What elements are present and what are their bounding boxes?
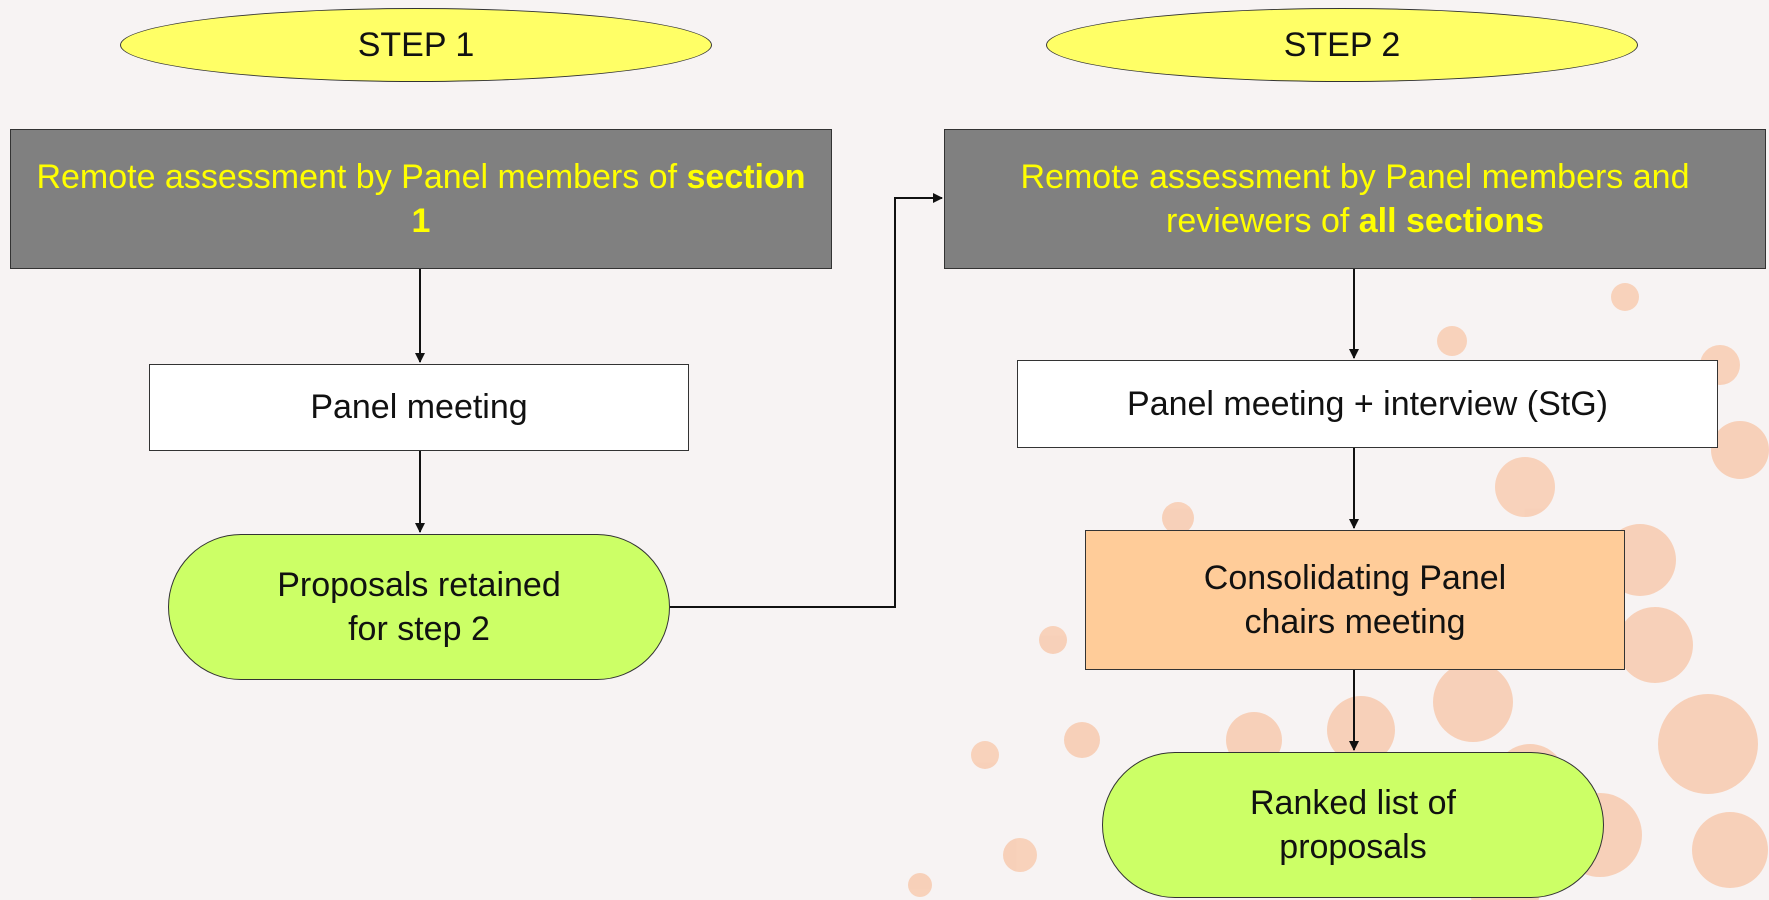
- step2-ranked-line1: Ranked list of: [1250, 783, 1456, 822]
- step2-consolidating-line1: Consolidating Panel: [1203, 558, 1507, 597]
- step2-remote-prefix: Remote assessment by Panel members and r…: [1020, 157, 1690, 240]
- step1-panel-meeting-box: Panel meeting: [149, 364, 689, 451]
- step1-panel-meeting-text: Panel meeting: [310, 388, 528, 427]
- step2-consolidating-box: Consolidating Panel chairs meeting: [1085, 530, 1625, 670]
- step1-remote-prefix: Remote assessment by Panel members of: [36, 157, 687, 196]
- step2-panel-meeting-box: Panel meeting + interview (StG): [1017, 360, 1718, 448]
- step1-label-text: STEP 1: [357, 25, 475, 64]
- step2-remote-bold: all sections: [1358, 202, 1544, 240]
- step2-consolidating-text: Consolidating Panel chairs meeting: [1204, 556, 1506, 644]
- step2-label-text: STEP 2: [1283, 25, 1401, 64]
- step1-retained-line2: for step 2: [348, 610, 490, 648]
- step1-remote-bold: section 1: [411, 157, 806, 240]
- step2-ranked-list-text: Ranked list of proposals: [1250, 781, 1456, 869]
- step2-ranked-line2: proposals: [1279, 828, 1427, 866]
- step2-remote-assessment-text: Remote assessment by Panel members and r…: [965, 155, 1745, 243]
- arrow-retained-to-remote2: [670, 193, 943, 608]
- step1-proposals-retained-text: Proposals retained for step 2: [277, 563, 561, 651]
- step2-label: STEP 2: [1046, 8, 1638, 82]
- step2-panel-meeting-text: Panel meeting + interview (StG): [1127, 384, 1608, 423]
- step1-retained-line1: Proposals retained: [277, 565, 561, 604]
- step2-consolidating-line2: chairs meeting: [1244, 603, 1466, 641]
- step2-remote-assessment-box: Remote assessment by Panel members and r…: [944, 129, 1766, 269]
- step1-proposals-retained: Proposals retained for step 2: [168, 534, 670, 680]
- step1-remote-assessment-box: Remote assessment by Panel members of se…: [10, 129, 832, 269]
- step1-label: STEP 1: [120, 8, 712, 82]
- step2-ranked-list: Ranked list of proposals: [1102, 752, 1604, 898]
- step1-remote-assessment-text: Remote assessment by Panel members of se…: [31, 155, 811, 243]
